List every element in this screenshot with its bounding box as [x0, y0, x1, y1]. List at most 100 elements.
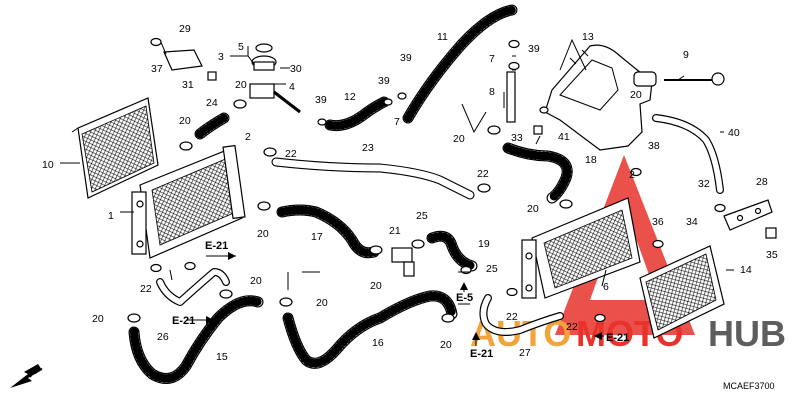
bolt-41 [533, 125, 543, 135]
callout: 32 [698, 178, 710, 190]
callout: 37 [151, 63, 163, 75]
hose-15 [128, 295, 264, 384]
callout: 20 [250, 275, 262, 287]
right-radiator-grille [639, 245, 725, 339]
callout: 39 [378, 75, 390, 87]
callout: 16 [372, 337, 384, 349]
callout: 20 [370, 280, 382, 292]
callout: 20 [179, 115, 191, 127]
callout: 1 [108, 210, 114, 222]
callout: 22 [140, 283, 152, 295]
part-35 [765, 227, 777, 239]
front-direction-indicator: FR. [10, 362, 45, 388]
callout: 20 [257, 228, 269, 240]
callout: 23 [362, 142, 374, 154]
callout: 20 [440, 339, 452, 351]
callout: 25 [486, 263, 498, 275]
reference-label: E-21 [606, 332, 629, 344]
callout: 30 [290, 63, 302, 75]
callout: 26 [157, 331, 169, 343]
bracket-29 [159, 39, 203, 71]
left-radiator-grille [71, 97, 159, 199]
callout: 28 [756, 176, 768, 188]
callout: 22 [506, 311, 518, 323]
hose-19 [426, 230, 478, 272]
reserve-tank [544, 44, 657, 151]
reference-label: E-21 [205, 240, 228, 252]
callout: 4 [289, 81, 295, 93]
callout: 7 [394, 116, 400, 128]
part-9 [664, 72, 725, 86]
reference-label: E-21 [172, 315, 195, 327]
callout: 39 [400, 52, 412, 64]
diagram-code: MCAEF3700 [723, 381, 775, 391]
reference-label: E-5 [456, 292, 473, 304]
joint-21 [391, 247, 415, 277]
filler-neck [249, 83, 301, 114]
callouts: 1 2 2 3 4 5 6 7 7 8 9 10 11 12 13 14 15 … [42, 23, 778, 363]
callout: 14 [740, 264, 752, 276]
callout: 36 [652, 216, 664, 228]
radiator-cap [251, 55, 277, 71]
callout: 20 [453, 133, 465, 145]
callout: 18 [585, 154, 597, 166]
hose-26 [156, 268, 230, 306]
hose-17 [276, 204, 380, 259]
callout: 27 [519, 347, 531, 359]
callout: 12 [344, 91, 356, 103]
callout: 20 [92, 313, 104, 325]
watermark-text-hub: HUB [708, 313, 786, 354]
callout: 10 [42, 159, 54, 171]
callout: 41 [558, 131, 570, 143]
callout: 39 [315, 94, 327, 106]
hose-16 [282, 290, 458, 369]
callout: 8 [489, 86, 495, 98]
callout: 33 [511, 132, 523, 144]
callout: 7 [489, 53, 495, 65]
callout: 9 [683, 49, 689, 61]
callout: 2 [629, 169, 635, 181]
callout: 2 [245, 131, 251, 143]
hose-40 [652, 114, 724, 194]
callout: 22 [477, 168, 489, 180]
reference-label: E-21 [470, 348, 493, 360]
right-radiator [521, 197, 641, 299]
hose-12 [324, 96, 390, 132]
callout: 20 [527, 203, 539, 215]
bracket-28 [723, 199, 773, 231]
callout: 29 [179, 23, 191, 35]
callout: 31 [182, 79, 194, 91]
bolt-31 [207, 71, 217, 81]
part-5 [255, 43, 273, 53]
callout: 17 [311, 231, 323, 243]
callout: 38 [648, 140, 660, 152]
hose-27 [479, 294, 564, 336]
reference-arrows [186, 252, 604, 346]
callout: 20 [630, 89, 642, 101]
tube-8 [506, 71, 516, 123]
left-radiator [131, 144, 246, 259]
callout: 5 [238, 41, 244, 53]
hose-23 [271, 157, 475, 200]
hose-24 [194, 112, 230, 140]
reference-labels: E-21 E-21 E-21 E-21 E-5 [172, 240, 629, 360]
hose-11 [402, 4, 518, 124]
callout: 3 [218, 51, 224, 63]
callout: 21 [389, 225, 401, 237]
hose-18 [502, 142, 573, 204]
callout: 35 [766, 249, 778, 261]
callout: 24 [206, 97, 218, 109]
callout: 13 [582, 31, 594, 43]
callout: 39 [528, 43, 540, 55]
callout: 15 [216, 351, 228, 363]
callout: 19 [478, 238, 490, 250]
callout: 22 [285, 148, 297, 160]
callout: 25 [416, 210, 428, 222]
callout: 22 [566, 321, 578, 333]
callout: 20 [316, 297, 328, 309]
callout: 20 [235, 79, 247, 91]
callout: 11 [437, 31, 448, 43]
leader-lines [60, 38, 734, 305]
callout: 6 [603, 281, 609, 293]
